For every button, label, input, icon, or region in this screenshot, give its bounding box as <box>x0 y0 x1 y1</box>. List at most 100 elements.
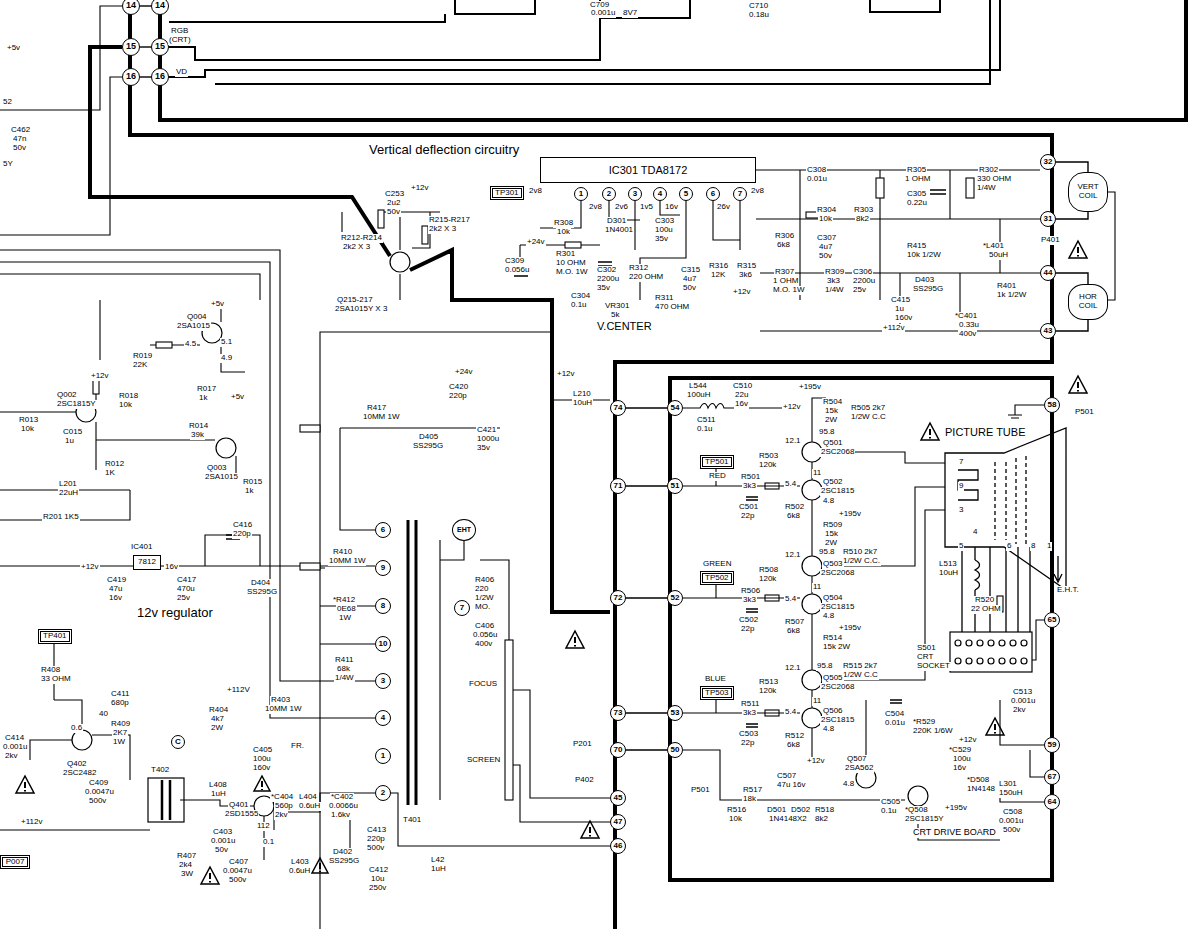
wire <box>520 201 740 300</box>
crt-socket <box>988 640 994 646</box>
component-label: +112v <box>882 324 905 333</box>
component-label: +12v <box>410 184 430 193</box>
node-text: CRT DRIVE BOARD <box>912 828 997 838</box>
component-label: +195v <box>944 804 968 813</box>
component-label: T402 <box>150 766 170 775</box>
component-label: C501 <box>738 503 759 512</box>
component-label: 4u7 <box>818 243 833 252</box>
component-label: 1u <box>894 305 905 314</box>
component-label: C710 <box>748 2 769 11</box>
component-label: *R529 <box>912 718 936 727</box>
component-label: 10u <box>370 875 385 884</box>
component-label: 11 <box>812 583 822 592</box>
pin-number: 3 <box>381 677 385 686</box>
wire <box>0 535 375 566</box>
component-label: 12.1 <box>784 664 802 673</box>
pin-number: 52 <box>671 594 680 603</box>
component-label: 250v <box>368 884 387 893</box>
pin-number: 1 <box>381 752 385 761</box>
component-label: 33 OHM <box>40 675 72 684</box>
component-label: R013 <box>18 416 39 425</box>
component-label: R508 <box>758 566 779 575</box>
component-label: 100u <box>952 755 972 764</box>
pin-number: 31 <box>1044 215 1053 224</box>
component-label: R515 2k7 <box>842 662 878 671</box>
warning-triangle <box>986 718 1004 735</box>
component-label: +12v <box>782 403 802 412</box>
pin-circle: 7 <box>454 600 470 616</box>
pin-number: 10 <box>379 640 388 649</box>
component-label: 15k 2W <box>822 643 851 652</box>
component-label: 5.1 <box>220 338 233 347</box>
component-label: +195v <box>838 624 862 633</box>
component-label: Q507 <box>846 755 868 764</box>
crt-socket <box>977 640 983 646</box>
component-label: C502 <box>738 616 759 625</box>
component-label: 4.8 <box>822 497 835 506</box>
pin-circle: 73 <box>610 705 626 721</box>
component-label: (CRT) <box>168 36 192 45</box>
component-label: 0E68 <box>336 605 357 614</box>
component-label: R012 <box>104 460 125 469</box>
component-label: 16v <box>108 594 123 603</box>
component-label: 500v <box>228 876 247 885</box>
component-label: 6 <box>1006 542 1012 551</box>
component-label: 1/4W <box>976 184 997 193</box>
component-label: +12v <box>806 757 826 766</box>
component-label: 4.5 <box>184 340 197 349</box>
component-label: C421 <box>476 426 497 435</box>
pin-circle: 59 <box>1044 737 1060 753</box>
ic-regulator-wire <box>683 398 1044 840</box>
component-label: 0.01u <box>884 719 906 728</box>
pin-circle: 8 <box>375 598 391 614</box>
component-label: 10k 1/2W <box>906 251 942 260</box>
component-label: R308 <box>553 219 574 228</box>
component-label: 1uH <box>210 790 227 799</box>
component-label: 2SA1015 <box>204 473 239 482</box>
component-label: 2k4 <box>178 861 193 870</box>
warning-triangle <box>254 776 270 791</box>
component-label: Q503 <box>822 560 844 569</box>
component-label: 0.6uH <box>288 867 311 876</box>
component-label: 500v <box>366 844 385 853</box>
component-label: SS295G <box>912 285 944 294</box>
pin-number: 71 <box>614 482 623 491</box>
component-label: C413 <box>366 826 387 835</box>
component-label: 2K7 <box>112 729 128 738</box>
crt-socket <box>999 640 1005 646</box>
crt-socket <box>1021 658 1027 664</box>
ic-regulator-wire <box>1008 405 1044 660</box>
component-label: *L401 <box>982 242 1005 251</box>
component-label: 1/4W <box>824 286 845 295</box>
component-label: C503 <box>738 730 759 739</box>
warning-triangle <box>1069 241 1087 258</box>
component-label: 330 OHM <box>976 175 1012 184</box>
wire-connector <box>626 749 667 750</box>
test-point-box: TP501 <box>700 455 734 469</box>
component-label: R407 <box>176 852 197 861</box>
component-label: P501 <box>1074 408 1095 417</box>
component-label: 2W <box>824 416 838 425</box>
pin-circle: 5 <box>679 187 693 201</box>
component-label: L42 <box>430 856 445 865</box>
component-label: 2v8 <box>528 187 543 196</box>
pin-number: 14 <box>126 1 136 11</box>
component-label: +12v <box>80 563 100 572</box>
component-label: 11 <box>812 469 822 478</box>
warning-triangle <box>312 858 328 873</box>
component-label: PICTURE TUBE <box>944 426 1026 438</box>
resistor-symbol <box>378 210 384 228</box>
pin-circle: 71 <box>610 478 626 494</box>
pin-number: 54 <box>671 404 680 413</box>
component-label: +12v <box>958 736 978 745</box>
component-label: 1N4148X2 <box>768 815 808 824</box>
component-label: R315 <box>736 262 757 271</box>
pin-number: 72 <box>614 594 623 603</box>
component-label: C412 <box>368 866 389 875</box>
component-label: Q215-217 <box>336 296 374 305</box>
component-label: +12v <box>556 370 576 379</box>
pin-number: 45 <box>614 794 623 803</box>
component-label: R201 1K5 <box>42 513 80 522</box>
component-label: 3k3 <box>742 709 757 718</box>
warning-triangle <box>574 637 576 647</box>
